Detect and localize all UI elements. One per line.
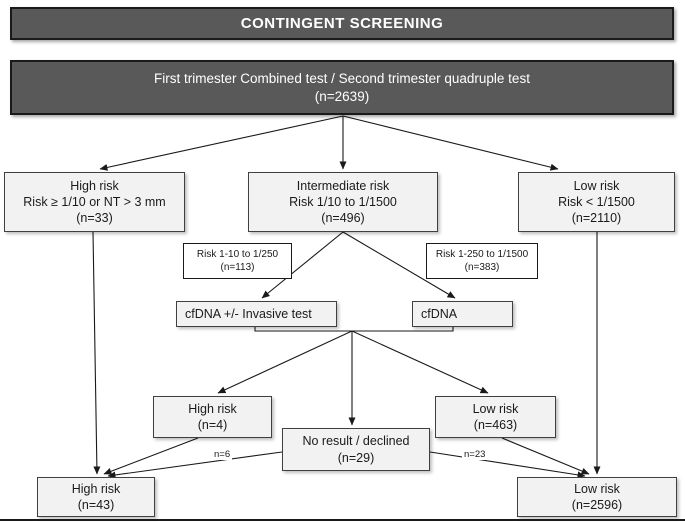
edge-high33-to-high43 <box>92 231 101 475</box>
final-low-risk-count: (n=2596) <box>571 498 623 512</box>
source-test-line1: First trimester Combined test / Second t… <box>154 70 530 86</box>
final-high-risk-label: High risk <box>71 481 121 496</box>
title-text: CONTINGENT SCREENING <box>240 14 444 32</box>
cfdna-test-label: cfDNA <box>421 306 458 321</box>
result-low-risk-label: Low risk <box>472 401 519 416</box>
intermediate-risk-triage-box: Intermediate risk Risk 1/10 to 1/1500 (n… <box>248 172 438 232</box>
figure-bottom-rule <box>0 519 685 521</box>
high-risk-triage-count: (n=33) <box>76 211 113 226</box>
edge-source-to-low <box>342 115 559 171</box>
edge-source-to-high <box>99 115 344 171</box>
result-no-result-label: No result / declined <box>302 434 410 449</box>
final-low-risk-box: Low risk (n=2596) <box>517 477 677 517</box>
low-risk-triage-box: Low risk Risk < 1/1500 (n=2110) <box>518 172 675 232</box>
high-risk-triage-label: High risk <box>70 178 119 193</box>
edge-tests-merge-bracket <box>254 327 454 332</box>
intermediate-risk-label: Intermediate risk <box>296 178 390 193</box>
branch-label-left-box: Risk 1-10 to 1/250 (n=113) <box>183 243 292 279</box>
branch-label-right-count: (n=383) <box>464 262 500 273</box>
result-high-risk-count: (n=4) <box>197 418 228 432</box>
cfdna-test-box: cfDNA <box>412 301 513 327</box>
edge-noresult-to-low2596 <box>429 451 586 479</box>
result-no-result-box: No result / declined (n=29) <box>282 428 430 471</box>
branch-label-right-box: Risk 1-250 to 1/1500 (n=383) <box>426 243 538 279</box>
edge-merge-to-high4 <box>217 330 353 394</box>
edge-merge-to-low463 <box>351 330 489 394</box>
edge-low463-to-low2596 <box>501 437 590 475</box>
branch-label-left-count: (n=113) <box>220 262 255 273</box>
source-test-box: First trimester Combined test / Second t… <box>10 60 674 115</box>
high-risk-triage-box: High risk Risk ≥ 1/10 or NT > 3 mm (n=33… <box>4 172 185 232</box>
result-high-risk-box: High risk (n=4) <box>153 396 272 438</box>
title-banner: CONTINGENT SCREENING <box>10 7 674 40</box>
cfdna-invasive-test-label: cfDNA +/- Invasive test <box>185 306 312 321</box>
edge-high4-to-high43 <box>103 437 199 475</box>
final-low-risk-label: Low risk <box>574 481 620 496</box>
branch-label-left-range: Risk 1-10 to 1/250 <box>196 249 279 260</box>
source-test-count: (n=2639) <box>314 88 370 104</box>
result-no-result-count: (n=29) <box>337 450 375 465</box>
low-risk-triage-count: (n=2110) <box>571 211 622 226</box>
final-high-risk-box: High risk (n=43) <box>37 477 155 517</box>
branch-label-right-range: Risk 1-250 to 1/1500 <box>435 249 529 260</box>
final-high-risk-count: (n=43) <box>77 498 115 512</box>
intermediate-risk-criteria: Risk 1/10 to 1/1500 <box>289 194 397 209</box>
low-risk-triage-criteria: Risk < 1/1500 <box>558 194 635 209</box>
edge-count-n23: n=23 <box>462 449 488 460</box>
high-risk-triage-criteria: Risk ≥ 1/10 or NT > 3 mm <box>23 194 166 209</box>
result-low-risk-box: Low risk (n=463) <box>435 396 556 438</box>
cfdna-invasive-test-box: cfDNA +/- Invasive test <box>176 301 337 327</box>
intermediate-risk-count: (n=496) <box>321 211 365 226</box>
edge-count-n6: n=6 <box>212 449 233 460</box>
edge-noresult-to-high43 <box>107 451 283 479</box>
low-risk-triage-label: Low risk <box>573 178 620 193</box>
result-high-risk-label: High risk <box>188 401 237 416</box>
result-low-risk-count: (n=463) <box>473 418 518 432</box>
